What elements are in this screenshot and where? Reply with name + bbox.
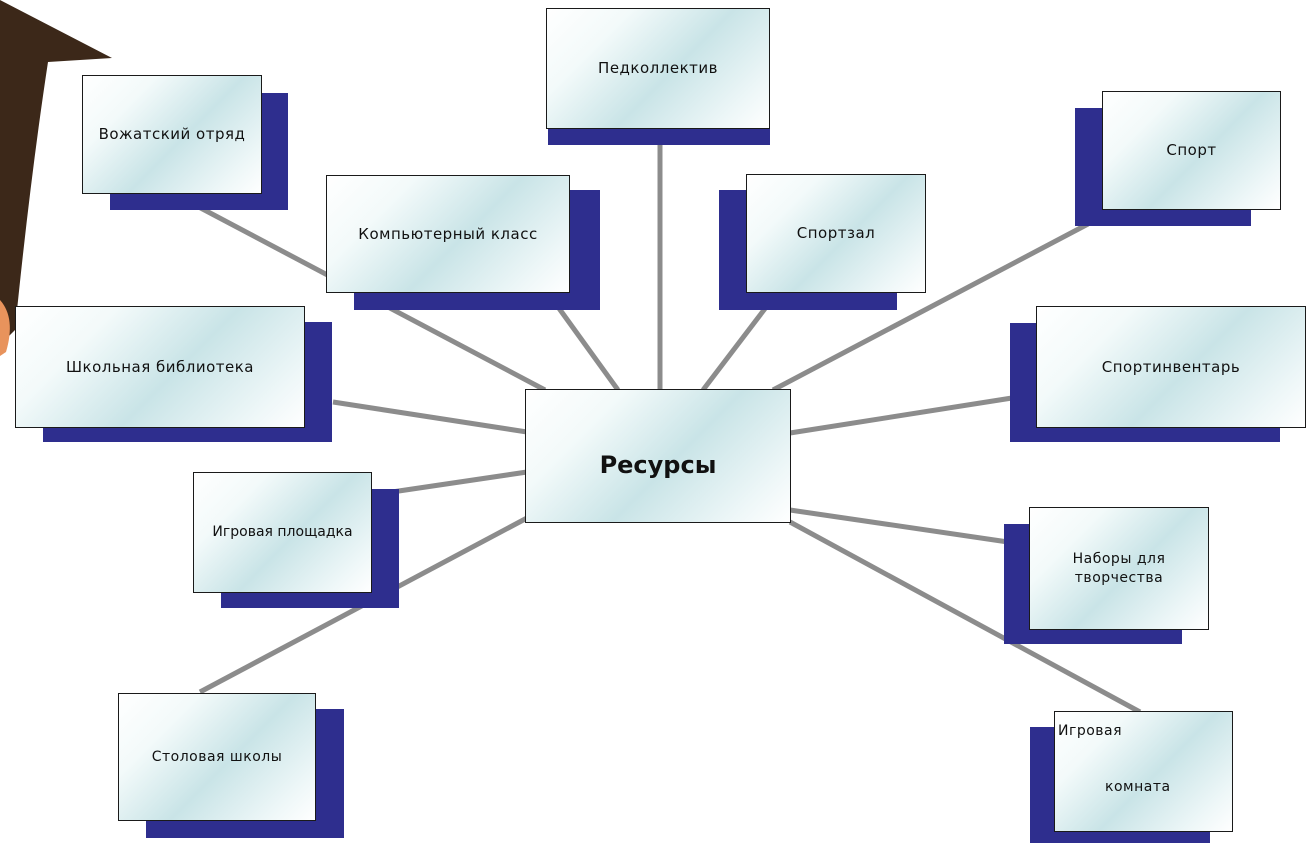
connector-gameroom (788, 519, 1142, 715)
node-label: Спорт (1102, 91, 1281, 210)
node-label: Спортзал (746, 174, 926, 293)
node-label: Спортинвентарь (1036, 306, 1306, 428)
connector-playground (391, 469, 528, 495)
center-label: Ресурсы (525, 389, 791, 523)
node-label: Столовая школы (118, 693, 316, 821)
node-label: Школьная библиотека (15, 306, 305, 428)
connector-sportzal (701, 300, 772, 392)
node-label: Игровая комната (1054, 711, 1233, 832)
connector-sport (771, 221, 1090, 393)
connector-sportinventar (789, 395, 1013, 436)
node-label: Вожатский отряд (82, 75, 262, 194)
node-label: Игровая площадка (193, 472, 372, 593)
connector-computer (550, 298, 621, 392)
node-label: Наборы для творчества (1029, 507, 1209, 630)
node-label-line: творчества (1074, 569, 1164, 586)
connector-nabory (789, 507, 1009, 545)
connector-library (332, 399, 528, 435)
node-label-line: Наборы для (1072, 550, 1166, 567)
node-label: Педколлектив (546, 8, 770, 129)
node-label-line: Игровая (1058, 723, 1123, 739)
node-label: Компьютерный класс (326, 175, 570, 293)
node-label-line: комната (1105, 779, 1171, 795)
